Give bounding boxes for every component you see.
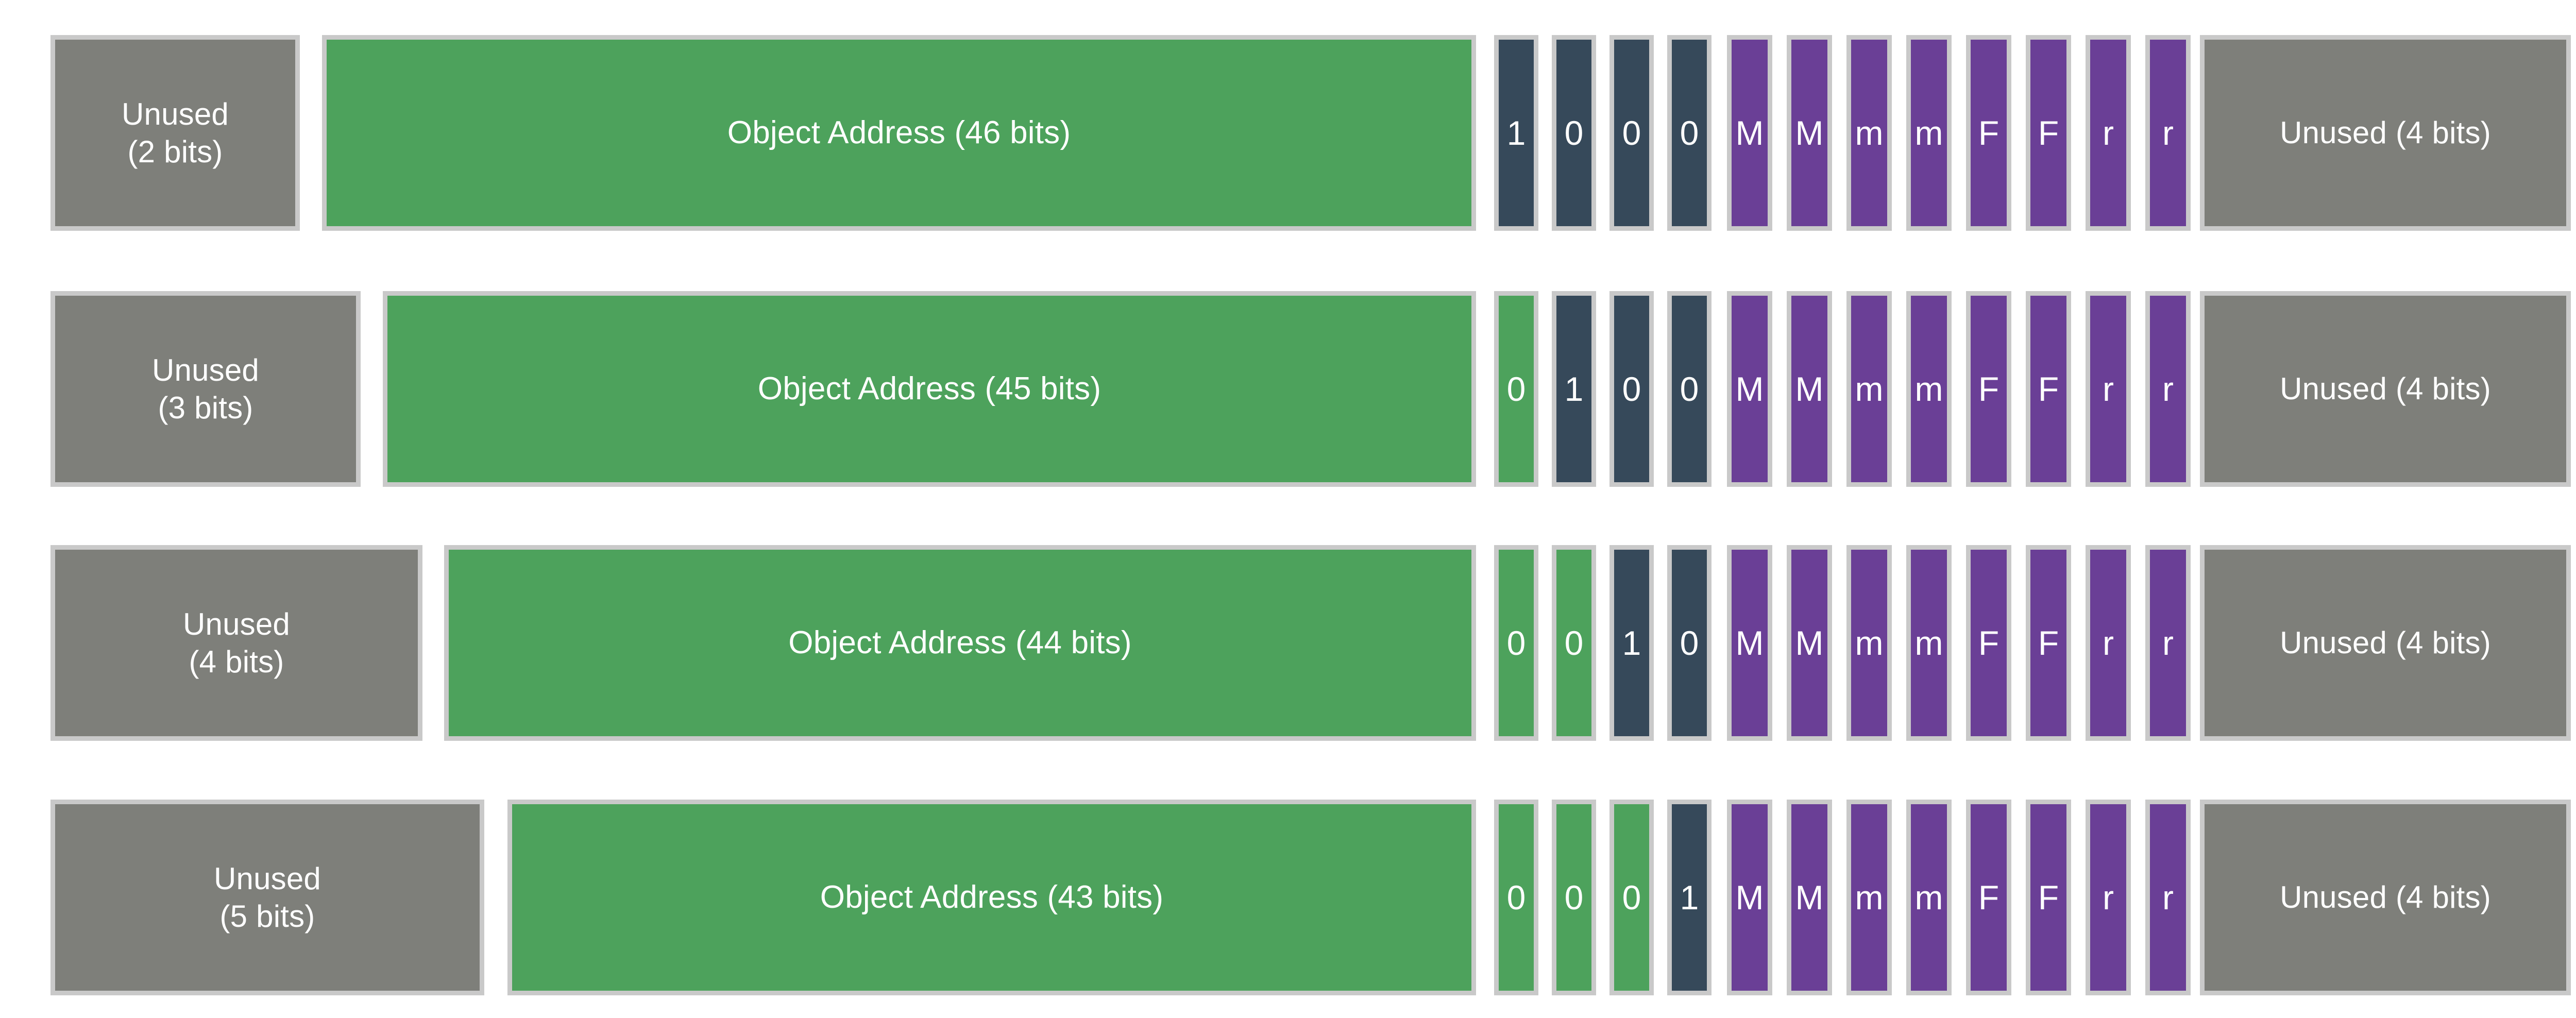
marker-bit-cell: 0	[1667, 545, 1711, 741]
marker-bit-cell: 0	[1494, 545, 1538, 741]
marker-bit-cell: 0	[1609, 291, 1654, 487]
tag-bit-cell: M	[1787, 35, 1832, 231]
tag-bit-cell: F	[1966, 800, 2011, 995]
tag-bit-cell: r	[2086, 545, 2131, 741]
object-address-block: Object Address (45 bits)	[383, 291, 1476, 487]
tag-bit-cell: m	[1906, 545, 1952, 741]
tag-bit-cell: M	[1727, 35, 1772, 231]
unused-right-block: Unused (4 bits)	[2200, 35, 2571, 231]
tag-bit-cell: M	[1787, 545, 1832, 741]
object-address-block: Object Address (46 bits)	[322, 35, 1476, 231]
tag-bit-cell: m	[1906, 291, 1952, 487]
bitfield-row: Unused (4 bits)Object Address (44 bits)0…	[0, 545, 2576, 741]
marker-bit-cell: 1	[1552, 291, 1596, 487]
marker-bit-cell: 1	[1609, 545, 1654, 741]
tag-bit-cell: F	[2026, 545, 2071, 741]
unused-left-block: Unused (4 bits)	[50, 545, 422, 741]
tag-bit-cell: m	[1846, 800, 1892, 995]
object-address-block: Object Address (43 bits)	[507, 800, 1476, 995]
marker-bit-cell: 0	[1609, 35, 1654, 231]
tag-bit-cell: M	[1787, 291, 1832, 487]
marker-bit-cell: 1	[1494, 35, 1538, 231]
bitfield-row: Unused (3 bits)Object Address (45 bits)0…	[0, 291, 2576, 487]
bitfield-row: Unused (2 bits)Object Address (46 bits)1…	[0, 35, 2576, 231]
unused-right-block: Unused (4 bits)	[2200, 545, 2571, 741]
marker-bit-cell: 0	[1667, 291, 1711, 487]
marker-bit-cell: 0	[1609, 800, 1654, 995]
tag-bit-cell: r	[2086, 800, 2131, 995]
bitfield-row: Unused (5 bits)Object Address (43 bits)0…	[0, 800, 2576, 995]
tag-bit-cell: m	[1846, 545, 1892, 741]
tag-bit-cell: m	[1906, 35, 1952, 231]
marker-bit-cell: 0	[1494, 800, 1538, 995]
tag-bit-cell: F	[1966, 35, 2011, 231]
tag-bit-cell: F	[2026, 800, 2071, 995]
marker-bit-cell: 1	[1667, 800, 1711, 995]
tag-bit-cell: F	[1966, 545, 2011, 741]
tag-bit-cell: M	[1787, 800, 1832, 995]
tag-bit-cell: r	[2145, 800, 2191, 995]
marker-bit-cell: 0	[1552, 545, 1596, 741]
marker-bit-cell: 0	[1667, 35, 1711, 231]
unused-right-block: Unused (4 bits)	[2200, 800, 2571, 995]
tag-bit-cell: m	[1906, 800, 1952, 995]
tag-bit-cell: F	[2026, 35, 2071, 231]
marker-bit-cell: 0	[1552, 800, 1596, 995]
marker-bit-cell: 0	[1552, 35, 1596, 231]
tag-bit-cell: m	[1846, 291, 1892, 487]
tag-bit-cell: r	[2145, 291, 2191, 487]
tag-bit-cell: M	[1727, 545, 1772, 741]
tag-bit-cell: F	[2026, 291, 2071, 487]
tag-bit-cell: r	[2145, 35, 2191, 231]
unused-left-block: Unused (3 bits)	[50, 291, 361, 487]
unused-right-block: Unused (4 bits)	[2200, 291, 2571, 487]
tag-bit-cell: M	[1727, 800, 1772, 995]
marker-bit-cell: 0	[1494, 291, 1538, 487]
tag-bit-cell: F	[1966, 291, 2011, 487]
object-address-block: Object Address (44 bits)	[444, 545, 1476, 741]
unused-left-block: Unused (2 bits)	[50, 35, 300, 231]
tag-bit-cell: M	[1727, 291, 1772, 487]
tag-bit-cell: r	[2145, 545, 2191, 741]
unused-left-block: Unused (5 bits)	[50, 800, 484, 995]
tag-bit-cell: r	[2086, 35, 2131, 231]
tag-bit-cell: m	[1846, 35, 1892, 231]
tag-bit-cell: r	[2086, 291, 2131, 487]
